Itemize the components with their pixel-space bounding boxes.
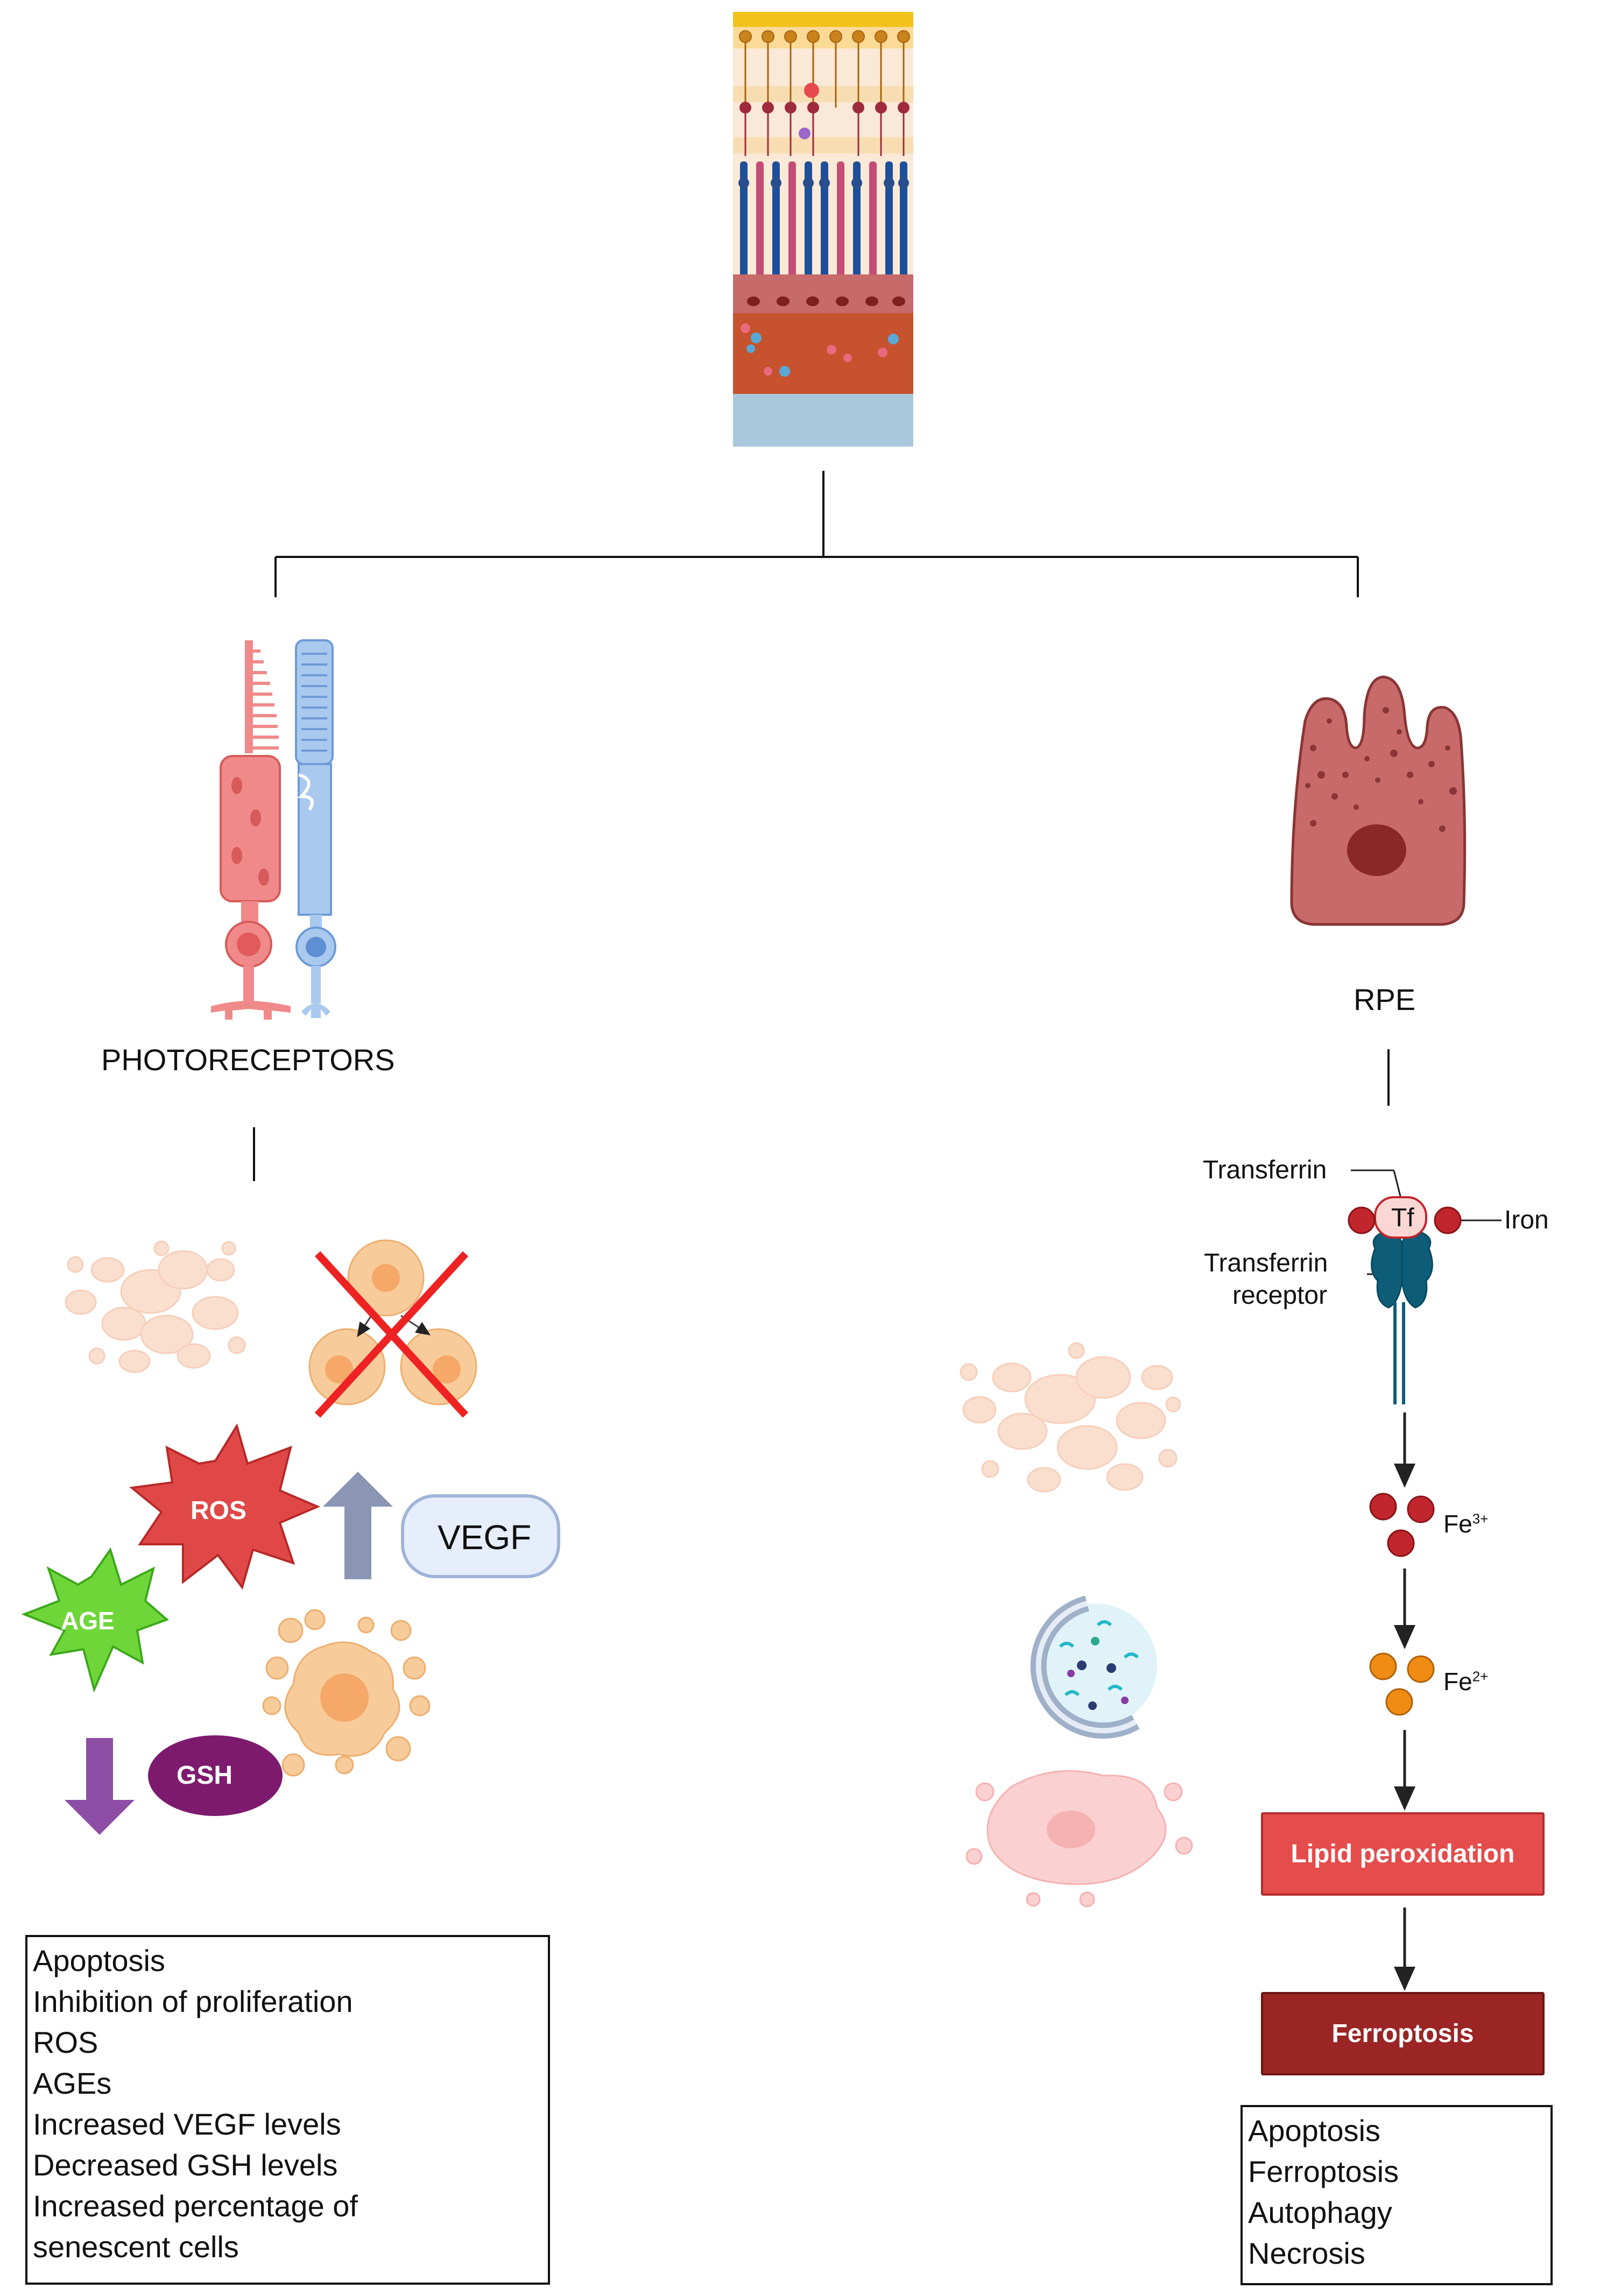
rpe-cell-icon [1290, 675, 1467, 926]
cone-cell-icon [295, 639, 336, 1018]
retina-layers-icon [733, 12, 913, 447]
rpe-debris-icon [960, 1342, 1181, 1493]
age-burst-icon [21, 1547, 169, 1693]
lipid-peroxidation-box: Lipid peroxidation [1261, 1812, 1545, 1896]
up-arrow-icon [323, 1472, 393, 1579]
transferrin-label: Transferrin [1203, 1156, 1327, 1184]
photoreceptor-outcome: Decreased GSH levels [33, 2148, 338, 2182]
photoreceptor-outcome: AGEs [33, 2066, 112, 2100]
photoreceptor-outcome: Increased percentage of [33, 2189, 358, 2223]
gsh-label: GSH [177, 1761, 233, 1790]
rpe-outcomes-box: Apoptosis Ferroptosis Autophagy Necrosis [1240, 2105, 1553, 2285]
rpe-outcome: Necrosis [1248, 2236, 1365, 2270]
iron-label: Iron [1504, 1206, 1549, 1234]
fe2-sup: 2+ [1472, 1668, 1489, 1685]
age-label: AGE [61, 1607, 115, 1635]
fe2-label: Fe2+ [1443, 1667, 1488, 1696]
photoreceptor-outcome: ROS [33, 2025, 98, 2059]
rpe-outcome: Apoptosis [1248, 2114, 1380, 2147]
fe3-label: Fe3+ [1443, 1509, 1488, 1538]
autophagosome-icon [1030, 1595, 1157, 1739]
rod-cell-icon [211, 640, 291, 1020]
fe2-base: Fe [1443, 1668, 1472, 1695]
photoreceptor-outcome: senescent cells [33, 2230, 239, 2264]
vegf-pill [401, 1494, 560, 1578]
fe3-base: Fe [1443, 1510, 1472, 1538]
rpe-outcome: Ferroptosis [1248, 2154, 1399, 2188]
fe3-sup: 3+ [1472, 1510, 1489, 1527]
ros-burst-icon [129, 1423, 321, 1590]
tree-connector [253, 471, 1390, 1181]
photoreceptors-label: PHOTORECEPTORS [101, 1043, 395, 1077]
necrotic-cell-icon [965, 1770, 1193, 1908]
gsh-oval [148, 1735, 283, 1816]
vegf-label: VEGF [438, 1518, 532, 1557]
inhibited-proliferation-icon [308, 1239, 477, 1418]
photoreceptor-outcomes-box: Apoptosis Inhibition of proliferation RO… [25, 1935, 550, 2285]
transferrin-receptor-label-2: receptor [1232, 1281, 1328, 1310]
tf-label: Tf [1391, 1204, 1414, 1232]
fe2-iron-icon [1369, 1652, 1435, 1716]
fe3-iron-icon [1369, 1493, 1435, 1557]
rpe-label: RPE [1354, 983, 1416, 1016]
photoreceptor-outcome: Apoptosis [33, 1944, 165, 1977]
rpe-outcome: Autophagy [1248, 2195, 1392, 2229]
ros-label: ROS [191, 1496, 247, 1525]
photoreceptor-outcome: Inhibition of proliferation [33, 1984, 353, 2018]
apoptotic-cell-icon [262, 1609, 431, 1777]
transferrin-receptor-icon [1348, 1169, 1502, 1404]
cell-debris-icon [65, 1240, 246, 1373]
down-arrow-icon [65, 1738, 135, 1835]
ferroptosis-box: Ferroptosis [1261, 1992, 1545, 2075]
photoreceptor-outcome: Increased VEGF levels [33, 2107, 341, 2141]
transferrin-receptor-label-1: Transferrin [1204, 1249, 1328, 1277]
